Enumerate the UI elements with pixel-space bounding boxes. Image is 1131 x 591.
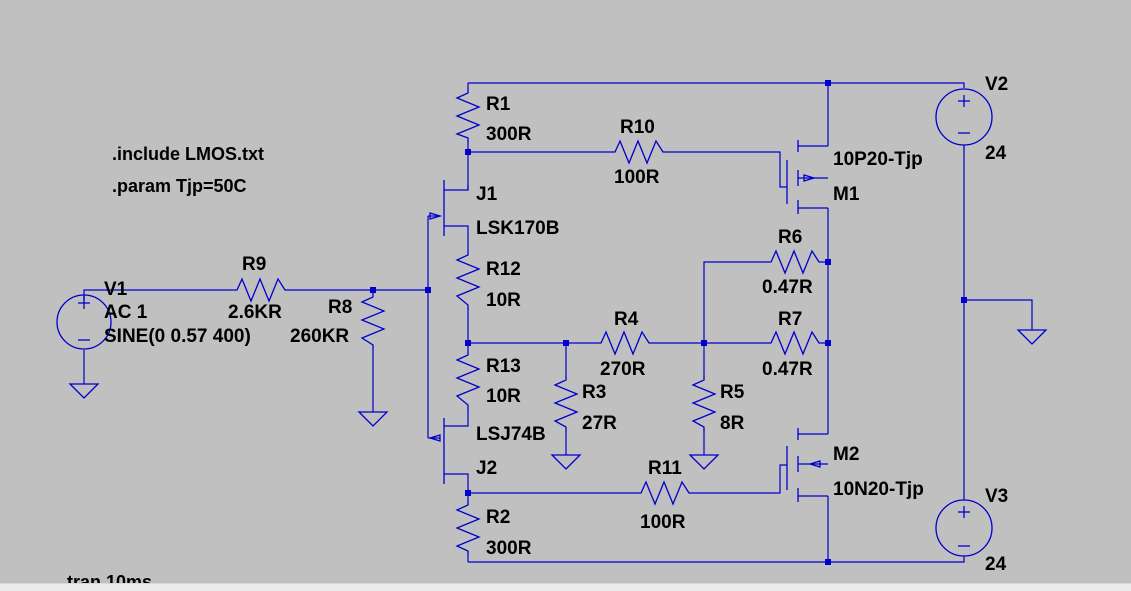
r8-value: 260KR [290,326,349,347]
v1-ac: AC 1 [104,302,148,323]
j1-ref: J1 [476,184,498,205]
resistor-r8[interactable] [360,290,386,350]
resistor-r6[interactable] [766,249,828,275]
v1-ref: V1 [104,279,128,300]
wire-r6-left[interactable] [703,261,766,343]
j1-value: LSK170B [476,218,559,239]
ground-symbol-r3[interactable] [550,454,582,470]
resistor-r9[interactable] [232,277,290,303]
m2-value: 10N20-Tjp [833,479,924,500]
r9-value: 2.6KR [228,302,282,323]
param-directive[interactable]: .param Tjp=50C [112,176,247,196]
r11-ref: R11 [648,458,682,479]
r9-ref: R9 [242,254,266,275]
r6-value: 0.47R [762,277,813,298]
resistor-r12[interactable] [455,250,481,310]
ground-symbol-r5[interactable] [688,454,720,470]
resistor-r4[interactable] [596,330,654,356]
r4-value: 270R [600,359,646,380]
r2-value: 300R [486,538,532,559]
v2-ref: V2 [985,74,1008,95]
voltage-source-v2[interactable] [935,88,993,150]
wire-bottom-rail[interactable] [468,556,965,563]
r2-ref: R2 [486,507,510,528]
wire-top-rail[interactable] [468,82,965,88]
wire-r10-right[interactable] [668,151,787,188]
include-directive[interactable]: .include LMOS.txt [112,144,264,164]
v1-value: SINE(0 0.57 400) [104,326,251,347]
jfet-j1[interactable] [429,180,445,236]
r6-ref: R6 [778,227,802,248]
voltage-source-v1[interactable] [56,294,112,350]
j2-ref: J2 [476,458,497,479]
voltage-source-v3[interactable] [935,499,993,557]
v3-ref: V3 [985,486,1008,507]
resistor-r2[interactable] [455,500,481,555]
m2-ref: M2 [833,444,859,465]
v3-value: 24 [985,554,1007,575]
junction-nodes [370,80,967,565]
j2-value: LSJ74B [476,424,546,445]
r10-value: 100R [614,167,660,188]
r7-value: 0.47R [762,359,813,380]
wire-j1-drain[interactable] [444,185,469,191]
r12-value: 10R [486,290,521,311]
wire-j2-source[interactable] [444,410,469,427]
resistor-r5[interactable] [691,375,717,432]
wire-j1-source[interactable] [444,225,469,250]
wire-j2-drain[interactable] [444,473,469,500]
r1-value: 300R [486,124,532,145]
r11-value: 100R [640,512,686,533]
m1-ref: M1 [833,184,860,205]
resistor-r13[interactable] [455,350,481,410]
r4-ref: R4 [614,309,639,330]
wire-mid-ground[interactable] [964,299,1033,330]
resistor-r3[interactable] [553,375,579,432]
r7-ref: R7 [778,309,802,330]
wire-r11-right[interactable] [694,464,787,494]
mosfet-m2[interactable] [786,428,828,502]
ground-symbol-r8[interactable] [357,411,389,427]
r13-ref: R13 [486,356,521,377]
r3-value: 27R [582,413,617,434]
m1-value: 10P20-Tjp [833,149,923,170]
resistor-r1[interactable] [455,88,481,143]
r13-value: 10R [486,386,521,407]
r3-ref: R3 [582,382,606,403]
v2-value: 24 [985,143,1007,164]
r12-ref: R12 [486,259,521,280]
r10-ref: R10 [620,117,655,138]
r1-ref: R1 [486,94,511,115]
ground-symbol-v1[interactable] [68,383,100,399]
r5-value: 8R [720,413,745,434]
resistor-r10[interactable] [610,139,668,165]
status-bar [0,583,1131,591]
jfet-j2[interactable] [427,418,445,484]
resistor-r11[interactable] [636,480,694,506]
r5-ref: R5 [720,382,745,403]
mosfet-m1[interactable] [786,140,828,214]
ground-symbol-main[interactable] [1016,329,1048,345]
r8-ref: R8 [328,297,352,318]
resistor-r7[interactable] [766,330,828,356]
